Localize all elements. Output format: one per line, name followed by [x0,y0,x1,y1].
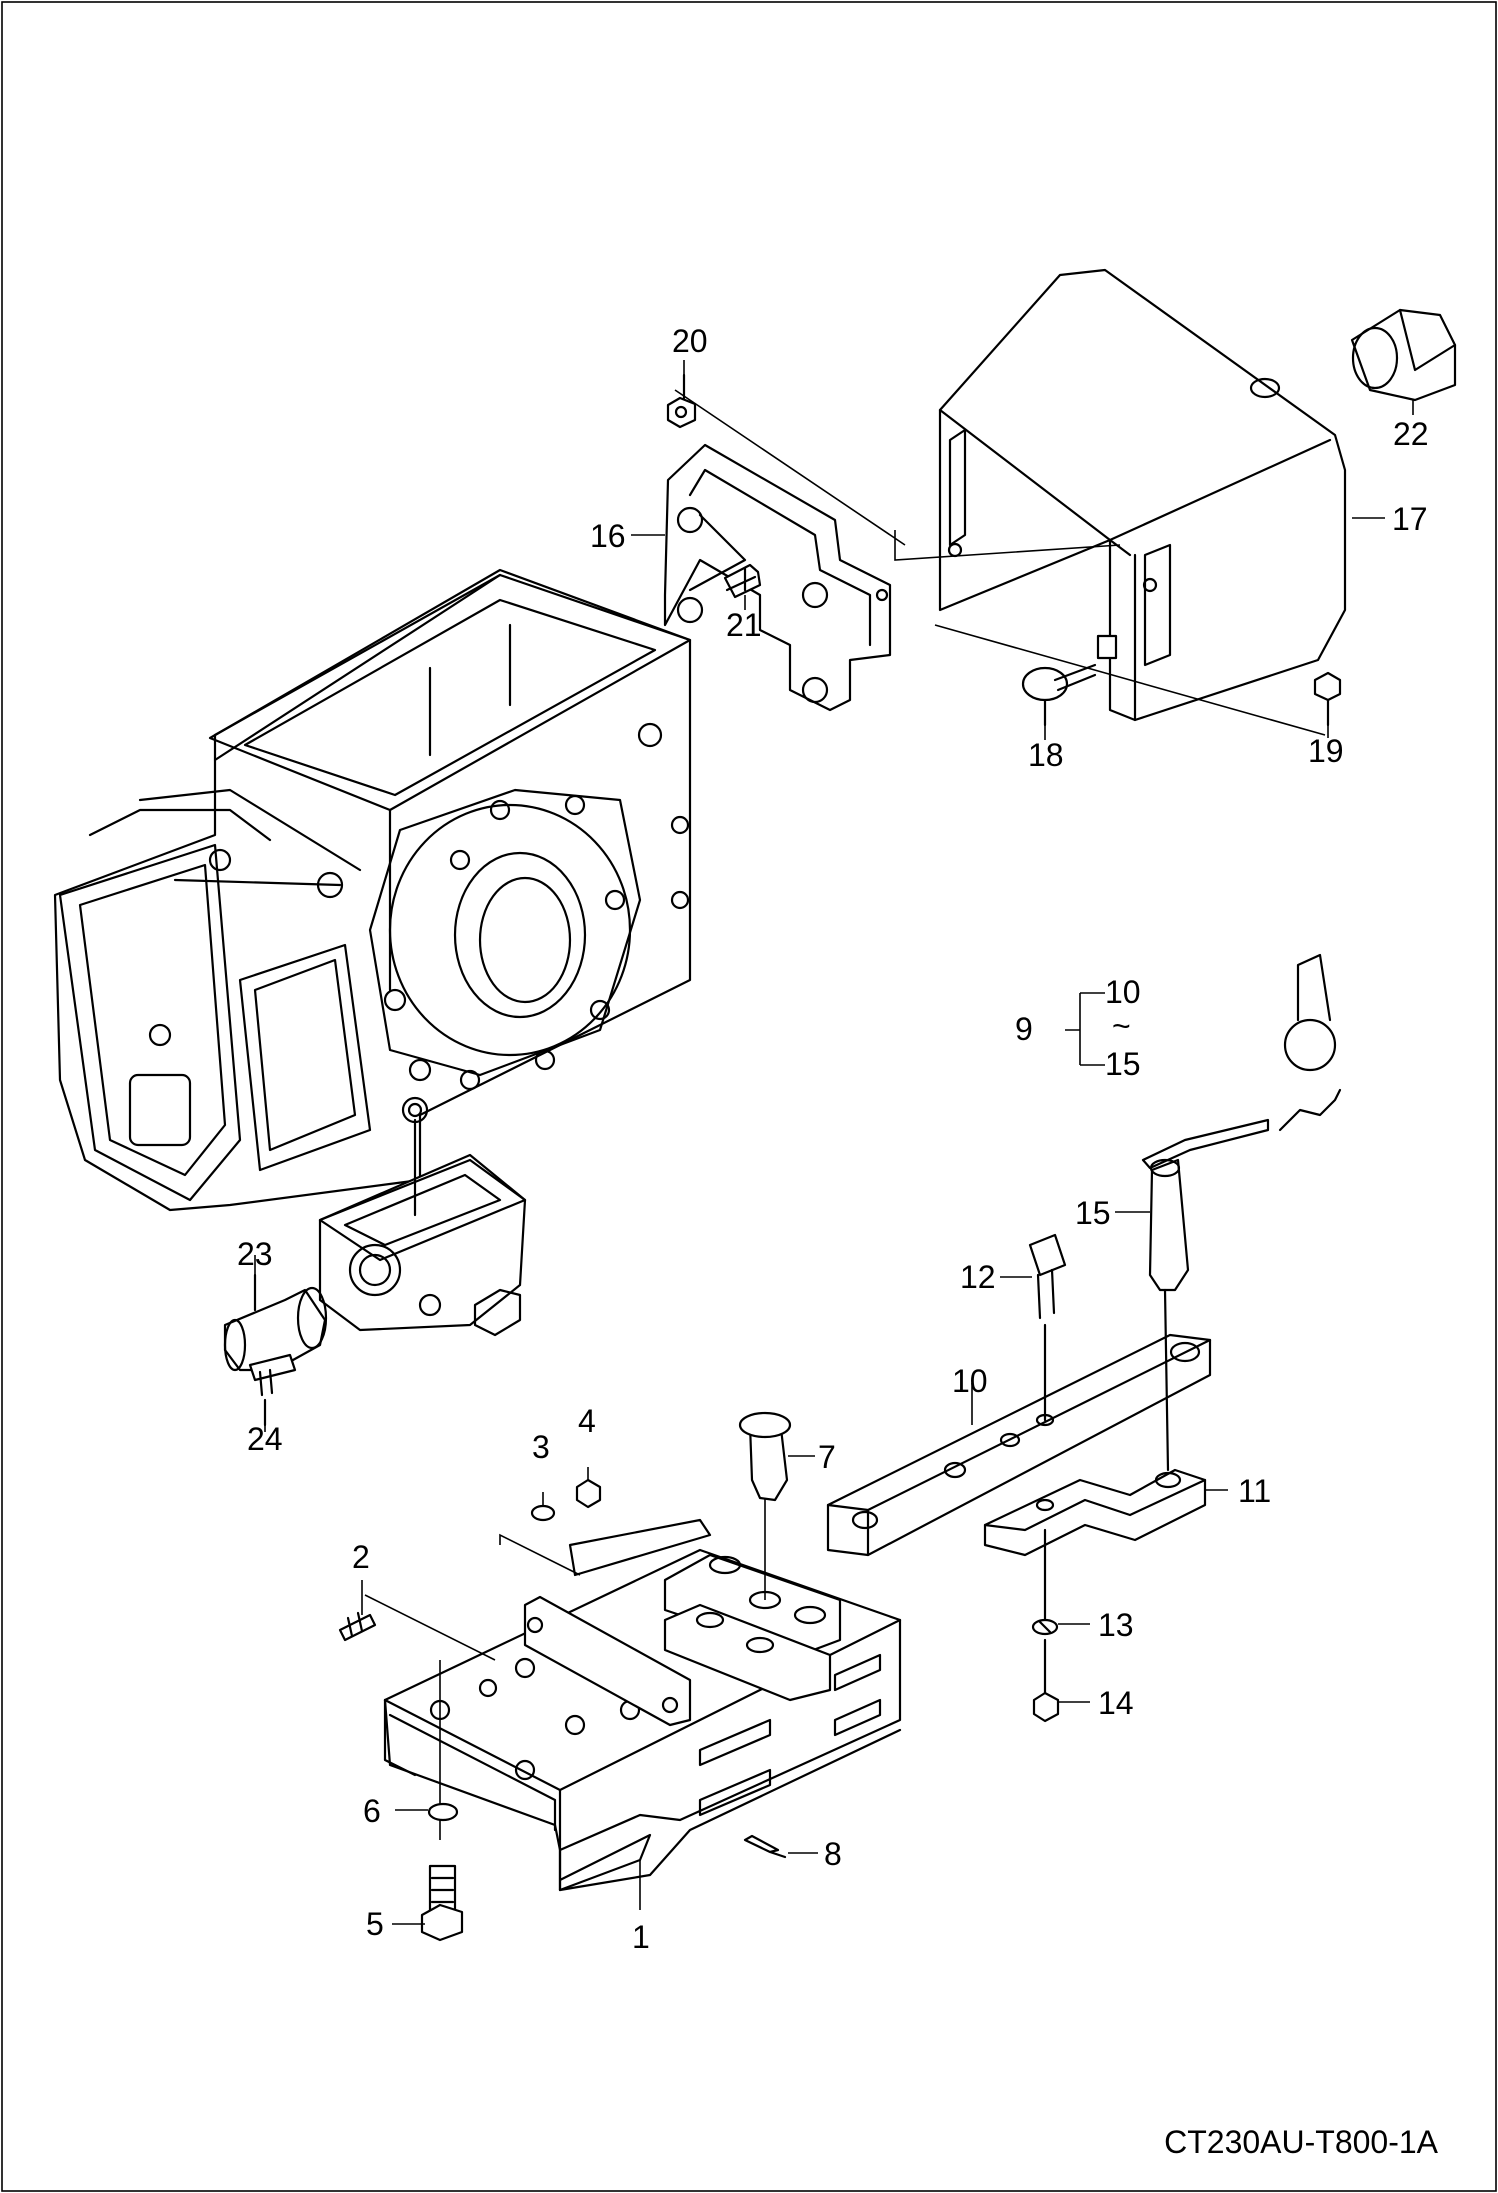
callout-2: 2 [352,1539,370,1575]
hitch-pin-part-15 [1141,953,1342,1292]
callout-1: 1 [632,1919,650,1955]
callout-19: 19 [1308,733,1344,769]
pto-cap-part-23 [223,1273,328,1372]
callout-24: 24 [247,1421,283,1457]
callout-5: 5 [366,1906,384,1942]
transmission-housing [53,568,692,1212]
callout-4: 4 [578,1403,596,1439]
callout-17: 17 [1392,501,1428,537]
callout-13: 13 [1098,1607,1134,1643]
callout-21: 21 [726,607,762,643]
hitch-guide-plates [568,1518,842,1702]
callout-14: 14 [1098,1685,1134,1721]
callout-labels: 1 2 3 4 5 6 7 8 10 11 12 13 14 15 16 17 … [237,323,1429,1955]
callout-leaders [254,360,1414,1925]
callout-18: 18 [1028,737,1064,773]
hitch-upright-plate [523,1595,692,1727]
drawing-code: CT230AU-T800-1A [1164,2124,1438,2160]
bolt-part-5 [420,1864,464,1942]
washer-part-3 [530,1504,556,1522]
callout-7: 7 [818,1439,836,1475]
callout-15: 15 [1075,1195,1111,1231]
washer-part-6 [427,1802,459,1822]
cap-bolt-part-24 [248,1353,297,1427]
bolt-part-12 [1028,1233,1067,1320]
assembly-range-end: 15 [1105,1046,1141,1082]
pto-sub-housing [318,1118,527,1337]
callout-6: 6 [363,1793,381,1829]
nut-part-20 [666,373,697,429]
rear-bracket-part-16 [663,443,892,712]
stud-part-2 [338,1611,377,1642]
bolt-part-19 [1313,671,1342,727]
callout-8: 8 [824,1836,842,1872]
drawbar-part-10 [826,1323,1212,1557]
callout-23: 23 [237,1236,273,1272]
leader-lines [364,389,1326,1840]
callout-12: 12 [960,1259,996,1295]
nut-part-14 [1032,1638,1060,1723]
pto-shield-cover-part-17 [938,268,1347,722]
bolt-part-21 [723,563,762,599]
clevis-part-11 [983,1288,1207,1622]
plug-part-22 [1350,308,1457,402]
washer-part-13 [1031,1618,1059,1636]
knob-part-18 [1021,634,1118,727]
pin-part-7 [738,1411,792,1502]
assembly-group-bracket: 9 10 ~ 15 [1015,974,1141,1082]
assembly-range-separator: ~ [1112,1008,1131,1044]
callout-22: 22 [1393,416,1429,452]
clip-part-8 [743,1834,787,1859]
callout-3: 3 [532,1429,550,1465]
callout-10: 10 [952,1363,988,1399]
assembly-parent-label: 9 [1015,1011,1033,1047]
callout-11: 11 [1238,1473,1271,1509]
nut-part-4 [575,1478,602,1509]
callout-20: 20 [672,323,708,359]
callout-16: 16 [590,518,626,554]
assembly-range-start: 10 [1105,974,1141,1010]
